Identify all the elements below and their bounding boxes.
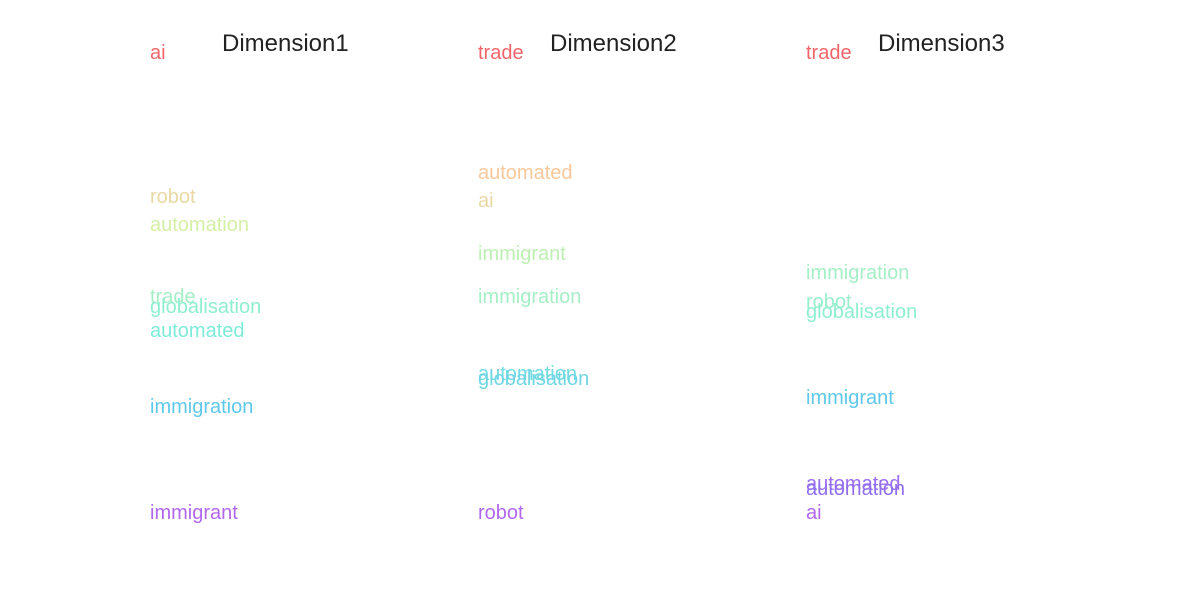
panel-title: Dimension2 xyxy=(550,30,677,57)
word-label-automation: automation xyxy=(150,214,249,237)
panel-title: Dimension1 xyxy=(222,30,349,57)
word-label-ai: ai xyxy=(806,501,822,524)
word-label-immigrant: immigrant xyxy=(478,243,566,266)
word-label-globalisation: globalisation xyxy=(150,295,262,318)
word-label-globalisation: globalisation xyxy=(478,367,590,390)
word-label-immigration: immigration xyxy=(806,262,910,285)
word-label-robot: robot xyxy=(806,291,852,314)
word-label-automated: automated xyxy=(478,161,573,184)
word-label-trade: trade xyxy=(150,286,196,309)
word-label-trade: trade xyxy=(806,42,852,64)
word-label-globalisation: globalisation xyxy=(806,300,918,323)
word-label-ai: ai xyxy=(478,190,494,213)
word-label-immigrant: immigrant xyxy=(150,501,238,524)
word-label-immigrant: immigrant xyxy=(806,386,894,409)
panel-dimension2: Dimension2 trade automated ai immigrant immi… xyxy=(478,0,798,600)
word-label-robot: robot xyxy=(150,185,196,208)
word-label-automated: automated xyxy=(806,473,901,496)
word-label-trade: trade xyxy=(478,42,524,64)
word-label-ai: ai xyxy=(150,42,166,64)
word-label-immigration: immigration xyxy=(150,396,254,419)
word-label-automation: automation xyxy=(806,477,905,500)
word-label-robot: robot xyxy=(478,501,524,524)
word-label-immigration: immigration xyxy=(478,286,582,309)
panel-title: Dimension3 xyxy=(878,30,1005,57)
word-label-automation: automation xyxy=(478,362,577,385)
word-label-automated: automated xyxy=(150,319,245,342)
